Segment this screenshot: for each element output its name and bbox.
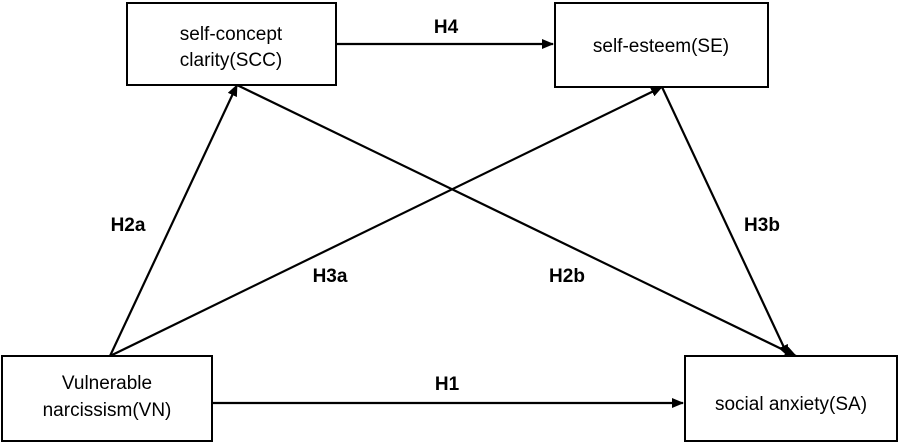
node-vn: Vulnerable narcissism(VN) — [1, 355, 213, 442]
edge-h2b-arrow — [236, 84, 797, 357]
node-sa: social anxiety(SA) — [684, 355, 898, 442]
node-vn-label-line2: narcissism(VN) — [43, 400, 172, 421]
edge-h3b-label: H3b — [744, 215, 780, 236]
edge-h3b-arrow — [661, 86, 789, 357]
edge-h1-label: H1 — [435, 374, 460, 395]
node-se-label: self-esteem(SE) — [593, 36, 729, 57]
edge-h3a-label: H3a — [313, 266, 348, 287]
edge-h2b-label: H2b — [549, 266, 585, 287]
edge-h2a-label: H2a — [111, 215, 146, 236]
node-scc: self-concept clarity(SCC) — [126, 2, 337, 86]
node-sa-label: social anxiety(SA) — [715, 394, 867, 415]
node-vn-label-line1: Vulnerable — [62, 373, 152, 394]
node-se: self-esteem(SE) — [554, 2, 769, 88]
node-scc-label-line2: clarity(SCC) — [180, 50, 282, 71]
node-scc-label-line1: self-concept — [180, 24, 283, 45]
edge-h2a-arrow — [109, 84, 238, 357]
edge-h4-label: H4 — [434, 17, 459, 38]
edge-h3a-arrow — [109, 86, 663, 357]
